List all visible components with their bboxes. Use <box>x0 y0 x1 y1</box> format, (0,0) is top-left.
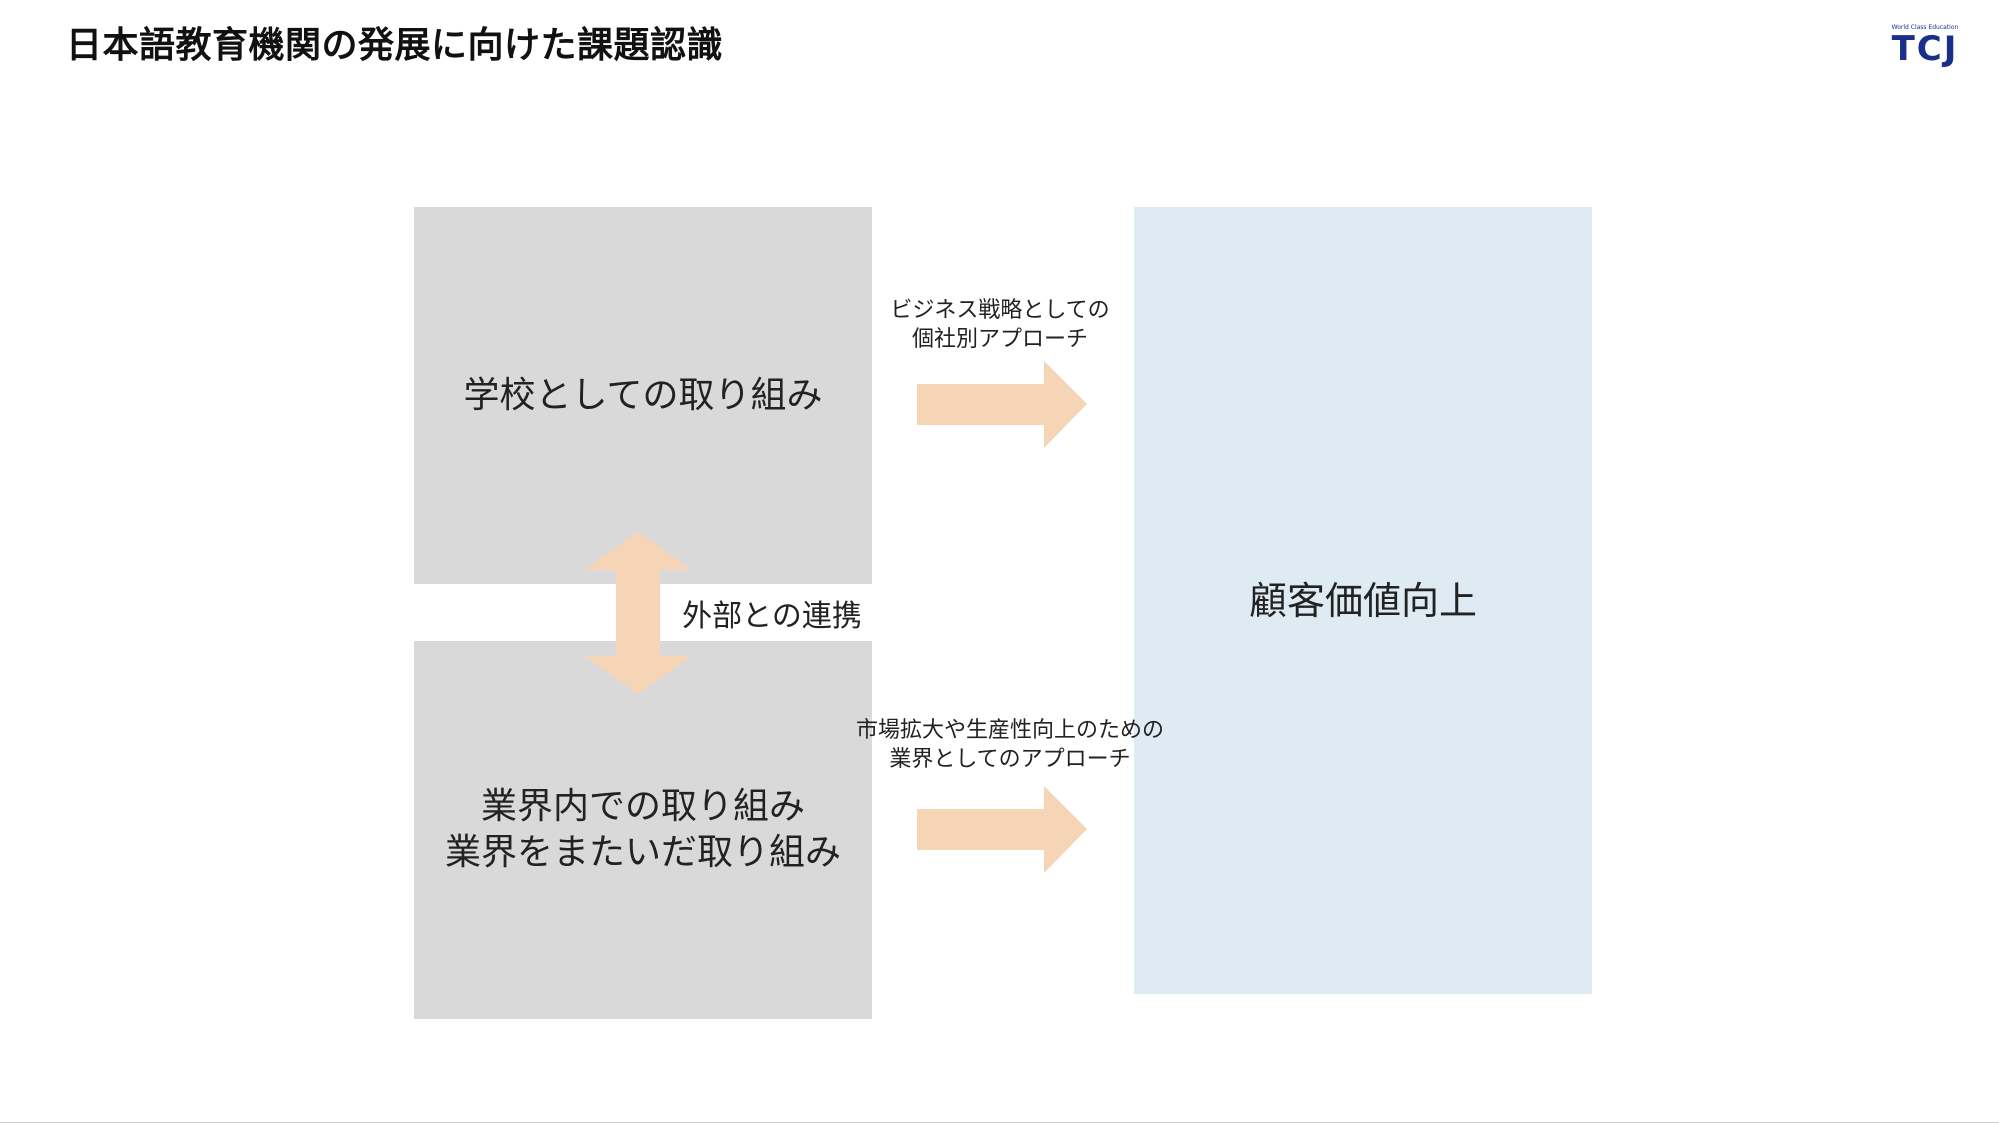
top-caption-line1: ビジネス戦略としての <box>890 298 1110 323</box>
bottom-arrow-caption: 市場拡大や生産性向上のための 業界としてのアプローチ <box>840 716 1180 774</box>
bottom-right-arrow <box>917 786 1087 873</box>
bottom-divider <box>0 1122 1999 1123</box>
external-collaboration-label: 外部との連携 <box>672 584 872 641</box>
school-initiatives-box: 学校としての取り組み <box>414 207 872 584</box>
page-title: 日本語教育機関の発展に向けた課題認識 <box>66 25 724 66</box>
school-initiatives-label: 学校としての取り組み <box>463 374 823 416</box>
top-arrow-caption: ビジネス戦略としての 個社別アプローチ <box>860 296 1140 354</box>
bottom-caption-line1: 市場拡大や生産性向上のための <box>855 718 1164 743</box>
industry-label-line2: 業界をまたいだ取り組み <box>444 832 841 873</box>
industry-initiatives-box: 業界内での取り組み 業界をまたいだ取り組み <box>414 641 872 1019</box>
logo-tagline: World Class Education <box>1891 24 1959 31</box>
bottom-caption-line2: 業界としてのアプローチ <box>889 747 1131 772</box>
top-caption-line2: 個社別アプローチ <box>911 327 1088 352</box>
vertical-double-arrow-overlay <box>584 532 692 694</box>
top-right-arrow <box>917 361 1087 448</box>
industry-initiatives-label: 業界内での取り組み 業界をまたいだ取り組み <box>445 784 841 876</box>
customer-value-box: 顧客価値向上 <box>1134 207 1592 994</box>
customer-value-label: 顧客価値向上 <box>1248 578 1477 623</box>
tcj-logo: World Class Education TCJ <box>1883 24 1967 66</box>
logo-mark: TCJ <box>1891 29 1959 69</box>
industry-label-line1: 業界内での取り組み <box>480 786 805 827</box>
